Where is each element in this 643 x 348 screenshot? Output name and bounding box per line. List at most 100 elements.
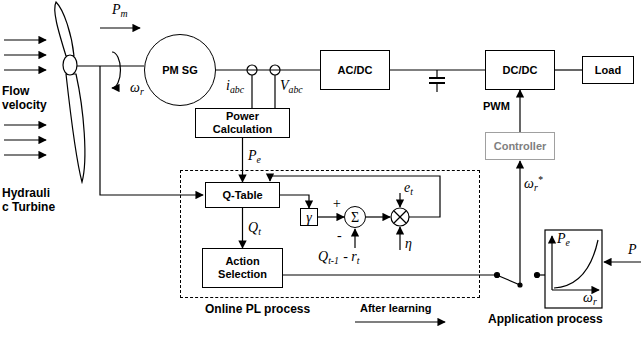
signal-label: P bbox=[628, 242, 637, 258]
subscript: abc bbox=[230, 84, 244, 95]
node-label: Action Selection bbox=[205, 255, 280, 281]
label-text: ω bbox=[130, 80, 140, 95]
generator-circle: PM SG bbox=[144, 34, 216, 106]
connector bbox=[242, 138, 243, 182]
label-text: + bbox=[332, 196, 341, 211]
subscript: r bbox=[140, 86, 144, 97]
node-label: γ bbox=[306, 211, 312, 224]
converter-box: DC/DC bbox=[485, 50, 555, 90]
region-title: Online PL process bbox=[205, 302, 310, 316]
label-text: V bbox=[280, 78, 289, 93]
label-text: Flow velocity bbox=[2, 84, 47, 112]
signal-label: ωr* bbox=[524, 176, 543, 193]
gain-box: γ bbox=[300, 208, 318, 226]
illustration-part bbox=[535, 273, 540, 278]
subscript: e bbox=[566, 237, 570, 248]
label-text: Hydrauli c Turbine bbox=[2, 186, 55, 214]
signal-label: Qt-1 - rt bbox=[318, 249, 360, 266]
sum-junction: Σ bbox=[344, 206, 366, 228]
subscript: r bbox=[593, 296, 597, 307]
signal-label: Pm bbox=[112, 2, 128, 19]
text-label: Hydrauli c Turbine bbox=[2, 186, 58, 214]
illustration-part bbox=[519, 161, 520, 285]
node-label: Power Calculation bbox=[198, 110, 287, 136]
text-label: After learning bbox=[360, 302, 432, 315]
signal-label: ωr bbox=[130, 80, 144, 97]
illustration-part bbox=[539, 274, 545, 275]
switch bbox=[283, 161, 545, 287]
signal-label: Vabc bbox=[280, 78, 303, 95]
illustration-part bbox=[545, 230, 602, 308]
illustration-part bbox=[394, 211, 406, 223]
subscript: t bbox=[357, 255, 360, 266]
connector bbox=[519, 90, 520, 132]
connector bbox=[242, 208, 243, 248]
superscript: * bbox=[538, 174, 543, 185]
illustration-part bbox=[100, 27, 140, 28]
label-text: Q bbox=[248, 220, 258, 235]
label-text: P bbox=[628, 242, 637, 257]
illustration-part bbox=[4, 39, 46, 40]
illustration-part bbox=[436, 83, 437, 92]
illustration-part bbox=[4, 154, 46, 155]
illustration-part bbox=[399, 193, 400, 207]
illustration-part bbox=[4, 124, 46, 125]
illustration-part bbox=[4, 69, 46, 70]
signal-label: η bbox=[405, 236, 412, 252]
signal-label: Pe bbox=[248, 148, 261, 165]
label-text: P bbox=[112, 2, 121, 17]
connector bbox=[318, 216, 344, 217]
label-text: η bbox=[405, 236, 412, 251]
connector bbox=[280, 195, 309, 208]
illustration-part bbox=[251, 75, 252, 108]
illustration-part bbox=[499, 276, 520, 285]
action-box: Action Selection bbox=[202, 248, 283, 288]
illustration-part bbox=[355, 321, 445, 322]
label-text: After learning bbox=[360, 302, 432, 314]
label-text: Q bbox=[318, 249, 328, 264]
label-text: - bbox=[337, 228, 342, 243]
sensors bbox=[247, 65, 280, 108]
converter-box: AC/DC bbox=[320, 50, 390, 90]
signal-label: Qt bbox=[248, 220, 261, 237]
illustration-part bbox=[399, 227, 400, 250]
signal-label: et bbox=[404, 180, 413, 197]
signal-label: Pe bbox=[557, 231, 570, 248]
subscript: r bbox=[534, 182, 538, 193]
learning-region: Online PL processQ-TableγΣAction Selecti… bbox=[180, 170, 480, 298]
signal-label: - bbox=[337, 228, 342, 244]
label-text: ω bbox=[524, 176, 534, 191]
q-table-box: Q-Table bbox=[205, 182, 280, 208]
illustration-part bbox=[4, 139, 46, 140]
label-text: ω bbox=[583, 290, 593, 305]
text-label: Flow velocity bbox=[2, 84, 52, 112]
label-text: e bbox=[404, 180, 410, 195]
node-label: DC/DC bbox=[503, 64, 538, 77]
label-text: - r bbox=[343, 249, 357, 264]
illustration-part bbox=[366, 216, 390, 217]
illustration-part bbox=[55, 2, 74, 56]
illustration-part bbox=[66, 74, 85, 182]
label-text: P bbox=[248, 148, 257, 163]
illustration-part bbox=[112, 52, 120, 88]
after-learning-arrow bbox=[355, 321, 445, 322]
subscript: e bbox=[257, 154, 261, 165]
illustration-part bbox=[77, 65, 144, 66]
node-label: Q-Table bbox=[222, 189, 262, 202]
signal-label: iabc bbox=[226, 78, 244, 95]
illustration-part bbox=[429, 77, 445, 79]
node-label: Controller bbox=[494, 140, 547, 153]
illustration-part bbox=[604, 261, 641, 262]
label-text: P bbox=[557, 231, 566, 246]
illustration-part bbox=[283, 274, 494, 275]
illustration-part bbox=[274, 75, 275, 108]
characteristic-chart bbox=[545, 230, 641, 308]
label-text: i bbox=[226, 78, 230, 93]
load-box: Load bbox=[582, 56, 634, 84]
text-label: Application process bbox=[488, 312, 603, 326]
node-label: Σ bbox=[351, 211, 359, 224]
connector bbox=[216, 69, 320, 70]
subscript: t bbox=[410, 186, 413, 197]
subscript: t-1 bbox=[328, 255, 339, 266]
